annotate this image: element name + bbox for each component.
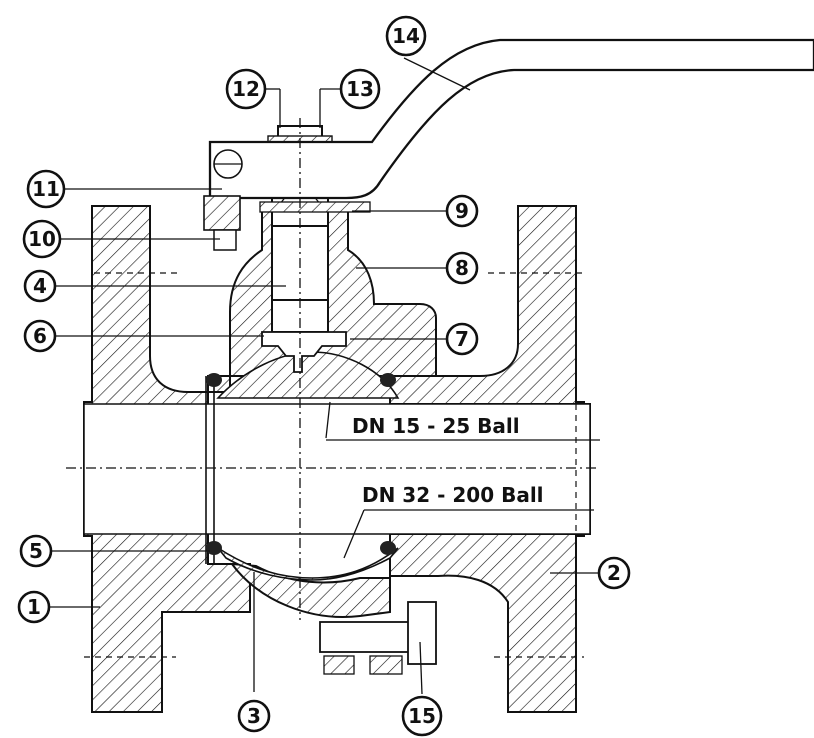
leader-lines bbox=[48, 57, 602, 695]
balloon-15: 15 bbox=[401, 695, 443, 737]
balloon-2: 2 bbox=[597, 556, 631, 590]
balloon-8: 8 bbox=[445, 251, 479, 285]
svg-text:7: 7 bbox=[455, 327, 469, 351]
svg-text:10: 10 bbox=[28, 227, 56, 251]
balloon-12: 12 bbox=[225, 68, 267, 110]
svg-text:14: 14 bbox=[392, 24, 420, 48]
seat-left-bottom bbox=[206, 541, 222, 555]
balloon-7: 7 bbox=[445, 322, 479, 356]
seat-right-top bbox=[380, 373, 396, 387]
svg-text:5: 5 bbox=[29, 539, 43, 563]
seat-right-bottom bbox=[380, 541, 396, 555]
bonnet bbox=[229, 205, 437, 377]
balloon-11: 11 bbox=[26, 169, 66, 209]
svg-text:2: 2 bbox=[607, 561, 621, 585]
balloon-14: 14 bbox=[385, 15, 427, 57]
svg-text:6: 6 bbox=[33, 324, 47, 348]
ball-lower-segment bbox=[217, 547, 399, 581]
ball-small-leader bbox=[325, 401, 331, 439]
stop-screw bbox=[203, 195, 241, 251]
svg-text:13: 13 bbox=[346, 77, 374, 101]
svg-text:4: 4 bbox=[33, 274, 47, 298]
ball-large-leader bbox=[343, 509, 365, 559]
svg-text:1: 1 bbox=[27, 595, 41, 619]
balloon-10: 10 bbox=[22, 219, 62, 259]
balloon-3: 3 bbox=[237, 699, 271, 733]
balloon-1: 1 bbox=[17, 590, 51, 624]
balloon-6: 6 bbox=[23, 319, 57, 353]
svg-text:15: 15 bbox=[408, 704, 436, 728]
svg-text:11: 11 bbox=[32, 177, 60, 201]
svg-text:9: 9 bbox=[455, 199, 469, 223]
handle-lever bbox=[208, 38, 814, 200]
ball-large-label: DN 32 - 200 Ball bbox=[362, 483, 544, 507]
ball-small-label: DN 15 - 25 Ball bbox=[352, 414, 520, 438]
stop-pin bbox=[213, 149, 243, 179]
bore bbox=[83, 376, 591, 564]
balloon-4: 4 bbox=[23, 269, 57, 303]
balloon-5: 5 bbox=[19, 534, 53, 568]
svg-text:12: 12 bbox=[232, 77, 260, 101]
svg-text:8: 8 bbox=[455, 256, 469, 280]
body-bolt bbox=[319, 601, 437, 675]
balloon-9: 9 bbox=[445, 194, 479, 228]
right-flange bbox=[389, 205, 591, 713]
seat-left-top bbox=[206, 373, 222, 387]
balloon-13: 13 bbox=[339, 68, 381, 110]
svg-text:3: 3 bbox=[247, 704, 261, 728]
